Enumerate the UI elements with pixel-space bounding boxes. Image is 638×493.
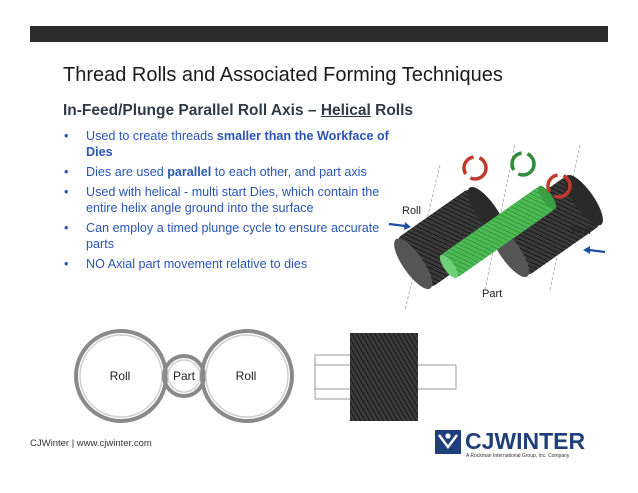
threaded-part-side-view bbox=[314, 333, 457, 421]
logo-tagline: A Rockman International Group, Inc. Comp… bbox=[466, 453, 570, 459]
label-roll-right: Roll bbox=[236, 369, 257, 383]
label-roll-right: Roll bbox=[572, 225, 591, 237]
bullet-list: Used to create threads smaller than the … bbox=[63, 128, 393, 276]
bullet-item: Used with helical - multi start Dies, wh… bbox=[63, 184, 393, 216]
part-workpiece bbox=[439, 185, 557, 279]
bullet-item: Used to create threads smaller than the … bbox=[63, 128, 393, 160]
feed-arrow-left-icon bbox=[388, 222, 411, 230]
label-roll-left: Roll bbox=[402, 205, 421, 217]
slide-title: Thread Rolls and Associated Forming Tech… bbox=[63, 64, 503, 86]
label-roll-left: Roll bbox=[110, 369, 131, 383]
logo-emblem-icon bbox=[435, 430, 461, 454]
label-part: Part bbox=[173, 369, 196, 383]
bullet-item: Dies are used parallel to each other, an… bbox=[63, 164, 393, 180]
subtitle-underlined: Helical bbox=[320, 102, 371, 119]
right-roll-circle bbox=[200, 329, 294, 423]
logo-wordmark: CJWINTER bbox=[465, 428, 586, 454]
slide-subtitle: In-Feed/Plunge Parallel Roll Axis – Heli… bbox=[63, 102, 413, 120]
roll-diagram: Roll Roll Part bbox=[388, 144, 606, 311]
roll-cross-section-diagram: Roll Part Roll bbox=[74, 329, 457, 423]
cjwinter-logo: CJWINTER A Rockman International Group, … bbox=[435, 428, 586, 459]
subtitle-prefix: In-Feed/Plunge Parallel Roll Axis – bbox=[63, 102, 321, 119]
top-bar bbox=[30, 26, 608, 42]
rotation-arrow-right-icon bbox=[546, 173, 572, 199]
bullet-item: NO Axial part movement relative to dies bbox=[63, 256, 393, 272]
subtitle-suffix: Rolls bbox=[370, 102, 414, 119]
rotation-arrow-left-icon bbox=[462, 155, 488, 181]
feed-arrow-right-icon bbox=[583, 246, 606, 254]
footer-text: CJWinter | www.cjwinter.com bbox=[30, 438, 152, 449]
label-part: Part bbox=[482, 288, 502, 300]
bullet-item: Can employ a timed plunge cycle to ensur… bbox=[63, 220, 393, 252]
rotation-arrow-center-icon bbox=[510, 151, 536, 177]
